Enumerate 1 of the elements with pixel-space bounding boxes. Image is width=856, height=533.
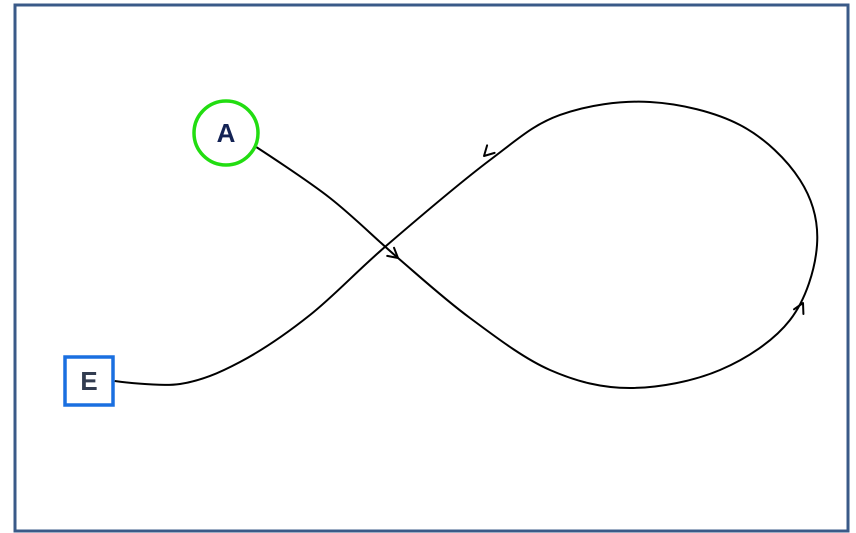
node-box: E xyxy=(63,355,115,407)
